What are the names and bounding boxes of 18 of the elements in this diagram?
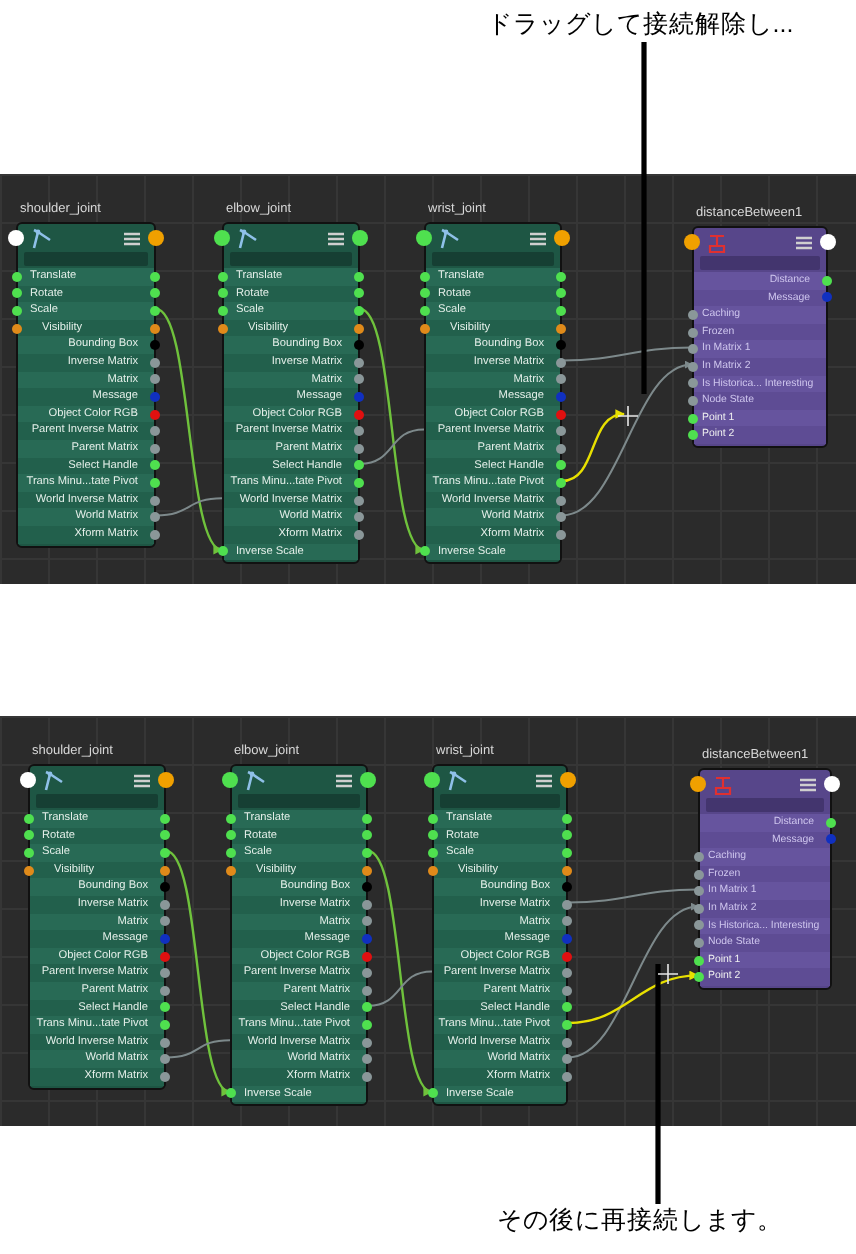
callout-text: その後に再接続します。: [495, 1204, 785, 1236]
connection-wire: [155, 307, 223, 551]
connection-wire: [567, 904, 699, 1059]
connection-wire: [165, 1039, 231, 1059]
connection-wire: [367, 970, 433, 1007]
callout-text: ドラッグして接続解除し...: [484, 8, 796, 40]
connection-wire: [367, 849, 433, 1093]
leader-line: [655, 964, 661, 1204]
connection-wire: [165, 849, 231, 1093]
connection-wire: [359, 307, 425, 551]
connection-wire: [561, 362, 693, 517]
connection-wire: [567, 888, 699, 904]
connection-wire: [567, 971, 699, 1025]
leader-line: [641, 42, 647, 394]
connection-wire: [155, 497, 223, 517]
connection-wire: [359, 428, 425, 465]
connection-wire: [561, 410, 625, 483]
connection-wire: [561, 346, 693, 362]
